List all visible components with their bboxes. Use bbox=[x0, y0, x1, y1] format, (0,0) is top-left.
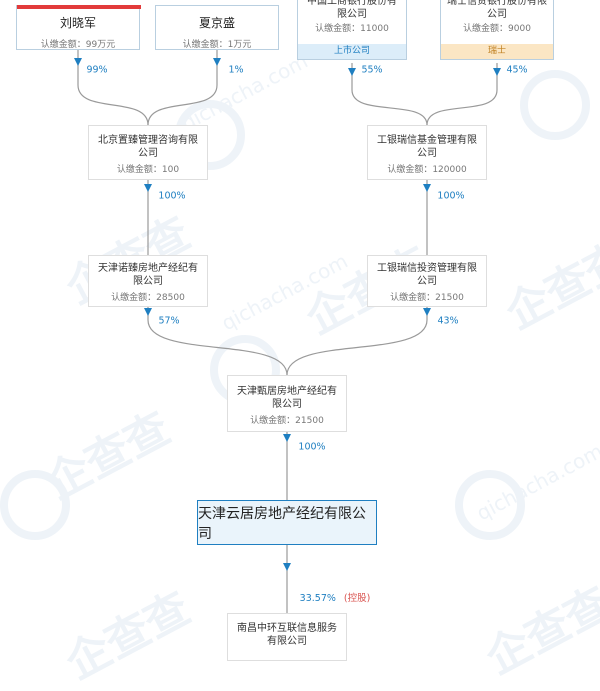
company-card-icbc-credit-suisse-fund[interactable]: 工银瑞信基金管理有限公司 认缴金额：120000 bbox=[367, 125, 487, 180]
company-card-zhenju-realty[interactable]: 天津甄居房地产经纪有限公司 认缴金额：21500 bbox=[227, 375, 347, 432]
share-percent: 99% bbox=[86, 64, 108, 76]
shareholder-card-credit-suisse[interactable]: 瑞士信贷银行股份有限公司 认缴金额：9000 瑞士 bbox=[440, 0, 554, 60]
share-percent: 100% bbox=[298, 441, 326, 453]
company-name: 天津诺臻房地产经纪有限公司 bbox=[98, 263, 198, 287]
shareholder-card-icbc[interactable]: 中国工商银行股份有限公司 认缴金额：11000 上市公司 bbox=[297, 0, 407, 60]
share-percent: 45% bbox=[506, 64, 528, 76]
company-capital: 认缴金额：100 bbox=[116, 165, 180, 175]
listed-badge: 上市公司 bbox=[298, 44, 406, 59]
share-percent: 1% bbox=[228, 64, 244, 76]
ownership-connectors bbox=[74, 50, 501, 613]
shareholder-card-liu[interactable]: 刘晓军 认缴金额：99万元 bbox=[16, 5, 141, 50]
company-card-icbc-credit-suisse-investment[interactable]: 工银瑞信投资管理有限公司 认缴金额：21500 bbox=[367, 255, 487, 307]
company-name: 工银瑞信基金管理有限公司 bbox=[377, 135, 477, 159]
shareholder-name: 刘晓军 bbox=[59, 16, 96, 30]
share-percent: 100% bbox=[158, 190, 186, 202]
share-percent: 55% bbox=[361, 64, 383, 76]
company-capital: 认缴金额：21500 bbox=[390, 293, 464, 303]
share-percent: 100% bbox=[437, 190, 465, 202]
subsidiary-share-percent: 33.57% (控股) bbox=[300, 590, 371, 604]
company-card-nuozhen-realty[interactable]: 天津诺臻房地产经纪有限公司 认缴金额：28500 bbox=[88, 255, 208, 307]
shareholder-name: 中国工商银行股份有限公司 bbox=[307, 0, 397, 20]
company-capital: 认缴金额：21500 bbox=[250, 416, 324, 426]
person-marker bbox=[17, 5, 141, 9]
target-company-name: 天津云居房地产经纪有限公司 bbox=[198, 505, 366, 542]
company-capital: 认缴金额：120000 bbox=[387, 165, 467, 175]
company-card-zhizhen-consulting[interactable]: 北京置臻管理咨询有限公司 认缴金额：100 bbox=[88, 125, 208, 180]
shareholder-name: 夏京盛 bbox=[198, 16, 235, 30]
share-percent: 57% bbox=[158, 315, 180, 327]
company-card-nanchang-zhonghuan[interactable]: 南昌中环互联信息服务有限公司 bbox=[227, 613, 347, 661]
shareholder-capital: 认缴金额：1万元 bbox=[182, 40, 252, 50]
country-badge: 瑞士 bbox=[441, 44, 553, 59]
shareholder-card-xia[interactable]: 夏京盛 认缴金额：1万元 bbox=[155, 5, 279, 50]
subsidiary-percent: 33.57% bbox=[299, 593, 336, 604]
company-name: 南昌中环互联信息服务有限公司 bbox=[237, 623, 337, 647]
shareholder-name: 瑞士信贷银行股份有限公司 bbox=[447, 0, 547, 20]
share-percent: 43% bbox=[437, 315, 459, 327]
company-name: 天津甄居房地产经纪有限公司 bbox=[237, 386, 337, 410]
shareholder-capital: 认缴金额：99万元 bbox=[40, 40, 116, 50]
company-name: 工银瑞信投资管理有限公司 bbox=[377, 263, 477, 287]
company-capital: 认缴金额：28500 bbox=[111, 293, 185, 303]
control-label: (控股) bbox=[343, 593, 371, 604]
target-company-card[interactable]: 天津云居房地产经纪有限公司 bbox=[197, 500, 377, 545]
shareholder-capital: 认缴金额：11000 bbox=[315, 24, 389, 34]
shareholder-capital: 认缴金额：9000 bbox=[463, 24, 531, 34]
company-name: 北京置臻管理咨询有限公司 bbox=[98, 135, 198, 159]
